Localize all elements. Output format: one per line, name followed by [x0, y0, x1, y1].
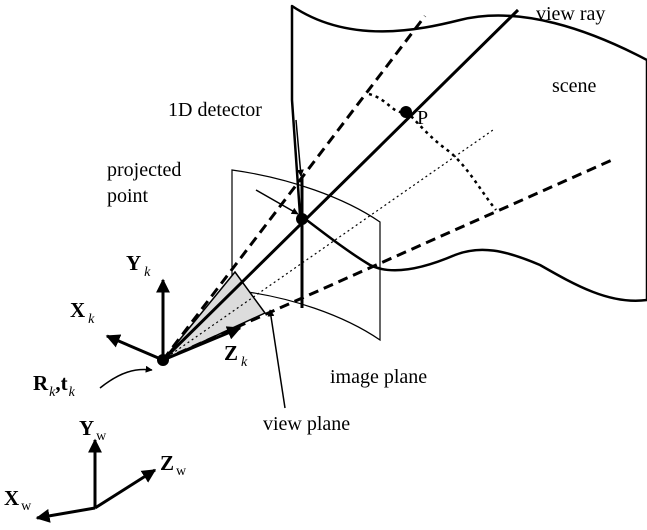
scene-surface [290, 4, 647, 303]
projected-point-dot [296, 213, 308, 225]
pose-leader [99, 365, 153, 389]
viewplane-leader [267, 309, 286, 409]
camera-x-axis [105, 334, 164, 362]
projected-leader [255, 189, 299, 215]
scene-intersection-curve [368, 92, 497, 211]
frustum-edge-upper [161, 15, 427, 361]
scene-point-p [400, 106, 412, 118]
projected-label-line2: point [107, 185, 149, 207]
detector-label: 1D detector [168, 99, 262, 121]
view-plane-label: view plane [263, 413, 350, 435]
camera-z-axis [162, 326, 242, 362]
projected-label-line1: projected [107, 159, 181, 181]
optical-axis [162, 129, 494, 361]
world-z-axis [94, 468, 157, 510]
image-plane-label: image plane [330, 366, 427, 388]
detector-leader [295, 119, 304, 177]
image-plane [231, 169, 381, 342]
view-ray-label: view ray [536, 3, 605, 25]
view-ray [161, 8, 520, 362]
point-p-label: P [417, 107, 428, 129]
scene-label: scene [552, 75, 597, 97]
world-x-axis [35, 506, 96, 523]
pose-label: Rk,tk [33, 371, 76, 400]
